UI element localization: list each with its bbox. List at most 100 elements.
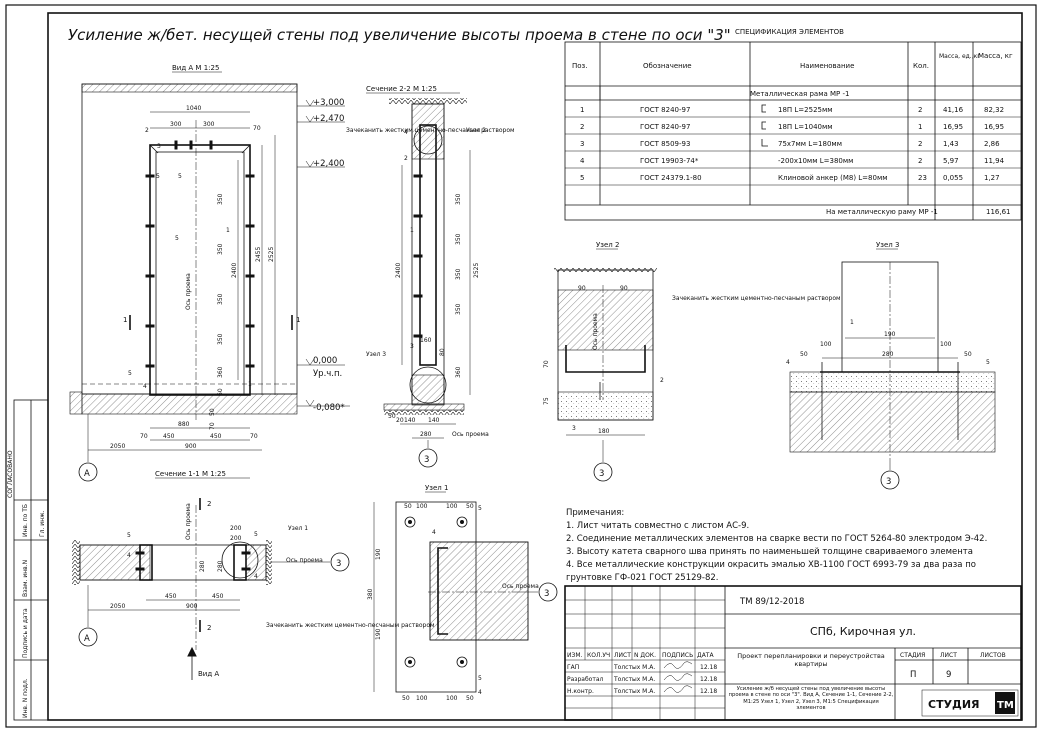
- node-1-axis-label: Ось проема: [502, 583, 539, 590]
- node-2-axis-label: Ось проема: [592, 313, 599, 350]
- view-a-dim-top-0: 1040: [186, 105, 201, 112]
- section-11-dim-3: 280: [217, 560, 224, 572]
- view-a-dim-b-1: 450: [163, 433, 175, 440]
- spec-row-mass: 16,95: [984, 123, 1004, 131]
- spec-row-mass: 2,86: [984, 140, 1000, 148]
- section-22-dim-13: 280: [420, 431, 432, 438]
- view-a-pos-0: 2: [145, 127, 149, 134]
- node-1-dim-10: 50: [466, 695, 474, 702]
- stamp-inv-orig: Инв. N подл.: [22, 678, 29, 718]
- section-22-pos-1: 2: [404, 155, 408, 162]
- view-a-dim-b-4: 900: [185, 443, 197, 450]
- section-11-cut-mark-top: 2: [207, 500, 211, 508]
- spec-group-label: Металлическая рама МР -1: [750, 90, 849, 98]
- section-11-axis-marker-2: А: [84, 634, 90, 644]
- spec-total-label: На металлическую раму МР -1: [826, 208, 938, 216]
- node-1-dim-7: 50: [402, 695, 410, 702]
- section-22-note: Зачеканить жестким цементно-песчаным рас…: [346, 127, 515, 134]
- node-2-note: Зачеканить жестким цементно-песчаным рас…: [672, 295, 841, 302]
- spec-row-name: 18П L=1040мм: [778, 123, 833, 131]
- signature-icon: [663, 685, 693, 693]
- node-2-dim-3: 75: [543, 397, 550, 405]
- stamp-inv-tb: Инв. по ТБ: [22, 504, 29, 537]
- spec-table: СПЕЦИФИКАЦИЯ ЭЛЕМЕНТОВ Поз. Обозначение …: [564, 28, 1022, 221]
- drawing-title: Усиление ж/бет. несущей стены под увелич…: [68, 26, 731, 44]
- node-3: Узел 3 190 100 100 50 50 280 1 4 5 3: [786, 241, 996, 490]
- section-11-pos-0: 5: [127, 532, 131, 539]
- section-22-dim-2: 350: [455, 193, 462, 205]
- tb-person-date: 12.18: [700, 664, 717, 671]
- view-a-dim-v-4: 350: [217, 243, 224, 255]
- spec-row-mass: 82,32: [984, 106, 1004, 114]
- view-a-dim-v-6: 350: [217, 333, 224, 345]
- node-2-dim-0: 90: [578, 285, 586, 292]
- node-1-dim-5: 190: [375, 628, 382, 640]
- section-22-dim-8: 360: [455, 366, 462, 378]
- tb-header-col: ИЗМ.: [567, 652, 583, 659]
- section-22-dim-9: 50: [388, 413, 396, 420]
- outer-frame: [5, 4, 1037, 728]
- node-2-dim-1: 90: [620, 285, 628, 292]
- view-a: Вид А М 1:25 Ось проема 1 1 1040 300 300…: [69, 64, 350, 482]
- section-11-cut-mark-bottom: 2: [207, 624, 211, 632]
- node-1-pos-2: 4: [432, 529, 436, 536]
- tb-address: СПб, Кирочная ул.: [810, 625, 916, 638]
- tb-logo-mark-box: [995, 692, 1015, 714]
- tb-header-col: ДАТА: [697, 652, 714, 659]
- view-a-dim-b-3: 70: [250, 433, 258, 440]
- node-3-dim-3: 50: [800, 351, 808, 358]
- node-2-pos-1: 3: [572, 425, 576, 432]
- tb-header-col: КОЛ.УЧ: [587, 652, 610, 659]
- spec-row-designation: ГОСТ 8509-93: [640, 140, 690, 148]
- section-22-title: Сечение 2-2 М 1:25: [366, 85, 437, 93]
- level-plus-3000: +3,000: [313, 98, 344, 108]
- notes-title: Примечания:: [566, 508, 624, 518]
- tb-stage-header: СТАДИЯ: [900, 652, 925, 659]
- spec-row-designation: ГОСТ 8240-97: [640, 106, 690, 114]
- note-2: 2. Соединение металлических элементов на…: [566, 534, 987, 544]
- view-a-pos-7: 1: [248, 381, 252, 388]
- spec-row-unit-mass: 0,055: [943, 174, 963, 182]
- view-a-dim-v-9: 50: [209, 408, 216, 416]
- section-11-axis-label-2: Ось проема: [286, 557, 323, 564]
- view-a-pos-5: 5: [175, 235, 179, 242]
- spec-header-qty: Кол.: [913, 62, 929, 70]
- stamp-replace-inv: Взам. инв.N: [22, 560, 29, 597]
- spec-row-pos: 5: [580, 174, 584, 182]
- section-11-view-label: Вид А: [198, 670, 219, 678]
- signature-icon: [663, 661, 693, 669]
- section-22-dim-7: 80: [439, 348, 446, 356]
- notes: Примечания: 1. Лист читать совместно с л…: [566, 508, 987, 583]
- tb-doc-number: ТМ 89/12-2018: [739, 597, 804, 607]
- spec-row-unit-mass: 1,43: [943, 140, 959, 148]
- spec-row-pos: 2: [580, 123, 584, 131]
- section-22-axis-marker: 3: [424, 455, 429, 465]
- view-a-dim-top-1: 300: [170, 121, 182, 128]
- node-1-title: Узел 1: [425, 484, 448, 492]
- section-11-title: Сечение 1-1 М 1:25: [155, 470, 226, 478]
- tb-person-name: Толстых М.А.: [613, 676, 655, 683]
- tb-person-date: 12.18: [700, 676, 717, 683]
- spec-header-designation: Обозначение: [643, 62, 692, 70]
- view-a-dim-top-3: 70: [253, 125, 261, 132]
- view-a-dim-b-0: 880: [178, 421, 190, 428]
- stamp-agreed: СОГЛАСОВАНО: [7, 450, 14, 498]
- section-22-dim-3: 350: [455, 233, 462, 245]
- node-3-pos-2: 5: [986, 359, 990, 366]
- spec-row-designation: ГОСТ 8240-97: [640, 123, 690, 131]
- side-stamp: Инв. N подл. Подпись и дата Взам. инв.N …: [7, 399, 49, 721]
- spec-row-qty: 2: [918, 106, 922, 114]
- section-11-pos-1: 4: [127, 552, 131, 559]
- level-plus-2400: +2,400: [313, 159, 344, 169]
- level-zero: 0,000: [313, 356, 337, 366]
- channel-profile-icon: [761, 121, 766, 130]
- tb-person-name: Толстых М.А.: [613, 664, 655, 671]
- section-11-dim-6: 900: [186, 603, 198, 610]
- view-a-title: Вид А М 1:25: [172, 64, 219, 72]
- node-1: Узел 1 3 Ось проема 50 100 100 50 190 19…: [367, 484, 558, 702]
- section-11-axis-label-1: Ось проема: [185, 503, 192, 540]
- section-22-node2-label: Узел 2: [466, 127, 486, 134]
- section-22-dim-1: 2525: [473, 263, 480, 278]
- view-a-dim-v-1: 2455: [255, 247, 262, 262]
